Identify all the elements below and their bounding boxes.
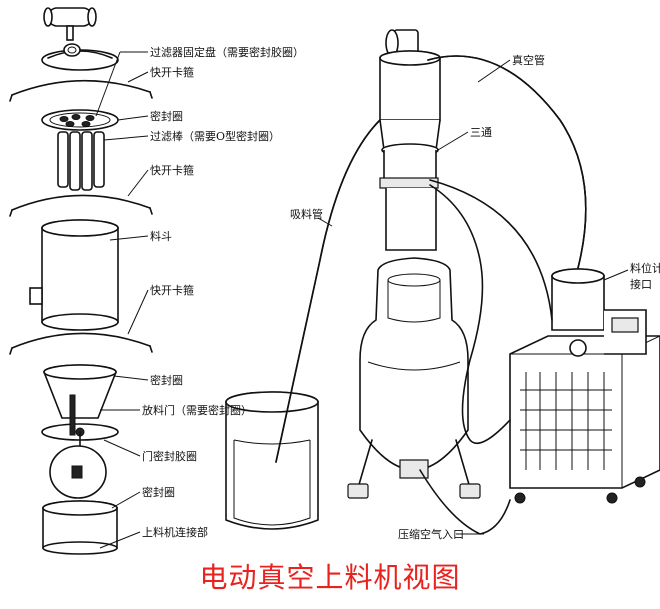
label-level-port-line1: 料位计 [630,262,660,275]
label-seal-ring-3: 密封圈 [142,486,175,499]
discharge-door [41,394,119,471]
control-cabinet [509,335,660,504]
hopper-drum [29,219,119,331]
label-quick-clamp-2: 快开卡箍 [150,164,194,177]
right-leader-lines [317,59,629,535]
door-disc [49,445,107,499]
label-vacuum-pipe: 真空管 [512,54,545,67]
diagram-title: 电动真空上料机视图 [199,561,461,594]
label-level-port-line2: 接口 [630,278,652,291]
label-loader-connector: 上料机连接部 [142,526,208,539]
label-tee: 三通 [470,126,492,139]
loader-connector [42,500,118,555]
label-suction-pipe: 吸料管 [290,208,323,221]
label-filter-plate: 过滤器固定盘（需要密封胶圈） [150,46,304,59]
label-seal-ring-2: 密封圈 [150,374,183,387]
filter-fixing-plate [41,43,119,71]
label-quick-clamp-1: 快开卡箍 [150,66,194,79]
seal-ring-1 [41,109,119,131]
label-filter-rod: 过滤棒（需要O型密封圈） [150,130,281,143]
label-quick-clamp-3: 快开卡箍 [150,284,194,297]
quick-clamp-1 [9,79,153,102]
filter-cylinder-top [43,7,97,41]
loader-body [379,29,441,251]
filter-rods [57,131,105,191]
left-leader-lines [95,51,149,549]
label-seal-ring-1: 密封圈 [150,110,183,123]
cabinet-vents [520,372,612,470]
level-sensor-hopper [551,268,647,357]
suction-bucket [225,391,319,530]
label-discharge-door: 放料门（需要密封圈） [142,404,252,417]
suction-pipe [275,119,381,463]
quick-clamp-3 [9,332,153,355]
storage-tank [347,257,481,499]
label-compressed-air-inlet: 压缩空气入口 [398,528,464,541]
label-door-gasket: 门密封胶圈 [142,450,197,463]
vacuum-pipe [427,55,587,269]
quick-clamp-2 [9,194,153,217]
label-hopper: 料斗 [150,230,172,243]
discharge-cone [43,364,117,419]
